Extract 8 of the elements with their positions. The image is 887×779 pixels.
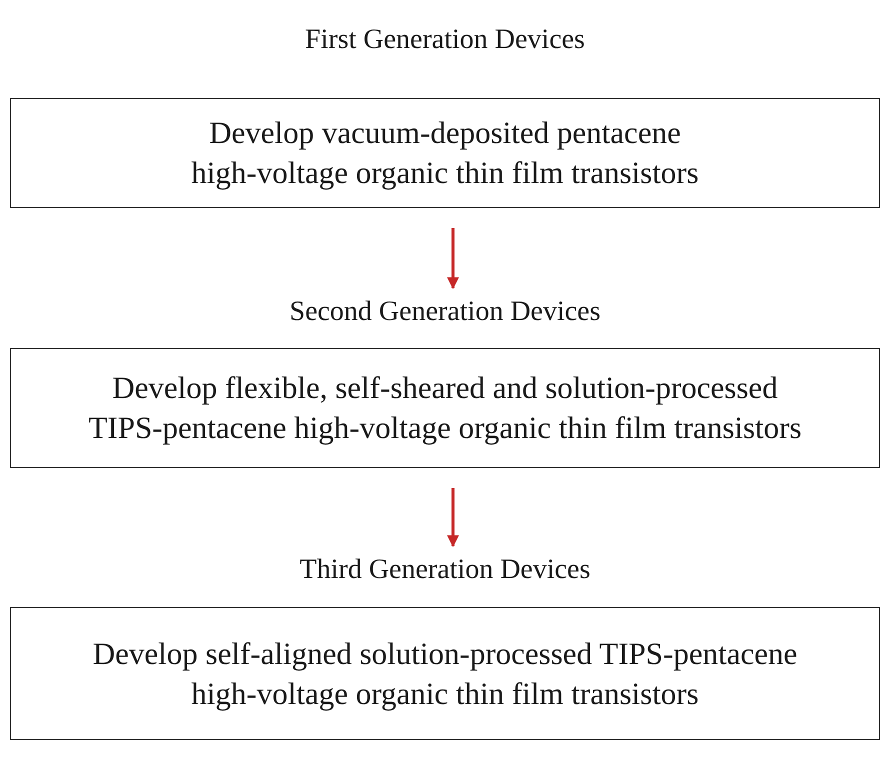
step-description: Develop self-aligned solution-processed TIPS-pentacene high-voltage organic thin film transistors (92, 634, 798, 713)
step-heading: Third Generation Devices (298, 553, 592, 587)
arrow (447, 228, 459, 290)
step-heading: Second Generation Devices (288, 295, 602, 329)
arrow (447, 488, 459, 548)
step-description: Develop flexible, self-sheared and solution-processed TIPS-pentacene high-voltage organic thin film transistors (88, 369, 802, 447)
step-description: Develop vacuum-deposited pentacene high-voltage organic thin film transistors (191, 114, 699, 192)
step-heading: First Generation Devices (304, 23, 586, 57)
